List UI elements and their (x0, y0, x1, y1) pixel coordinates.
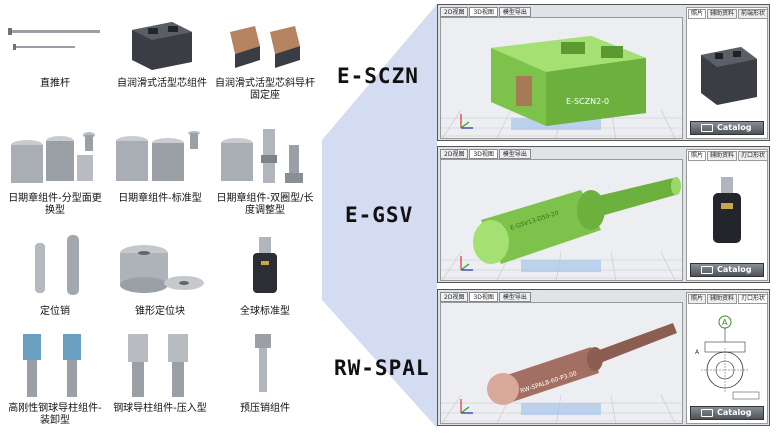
product-caption: 自润滑式活型芯组件 (117, 78, 207, 89)
tab-model-export[interactable]: 模型导出 (498, 7, 531, 17)
tab-photo[interactable]: 照片 (688, 151, 707, 161)
tab-edge-shape[interactable]: 刃口形状 (738, 294, 769, 304)
datum-label: A (722, 318, 728, 327)
date-stamp-standard-image (116, 131, 200, 181)
tab-tip-shape[interactable]: 前端形状 (738, 9, 769, 19)
slide-core-holder-image (230, 26, 300, 68)
viewer-rw-spal: 2D视图 3D视图 模型导出 RW-SPAL8-60-P3.00 照片 辅助资料 (437, 289, 770, 426)
tab-3d-view[interactable]: 3D视图 (469, 292, 498, 302)
view-tabs: 2D视图 3D视图 模型导出 (440, 292, 531, 302)
product-tile[interactable]: 全球标准型 (215, 228, 315, 318)
product-caption: 全球标准型 (240, 306, 290, 317)
catalog-button[interactable]: Catalog (690, 406, 764, 420)
tab-supplementary[interactable]: 辅助资料 (707, 9, 738, 19)
tab-edge-shape[interactable]: 刃口形状 (738, 151, 769, 161)
model-3d-canvas: E-GSV13-D50-20 (441, 177, 682, 280)
product-catalog: 直推杆 自润滑式活型芯组件 自润滑式活型芯斜导杆固定座 日 (0, 0, 320, 433)
product-caption: 直推杆 (40, 78, 70, 89)
tab-supplementary[interactable]: 辅助资料 (707, 151, 738, 161)
product-caption: 锥形定位块 (135, 306, 185, 317)
edge-shape-drawing: A A (695, 315, 760, 400)
product-tile[interactable]: 高刚性钢球导柱组件-装卸型 (5, 325, 105, 427)
label-rw-spal: RW-SPAL (334, 356, 430, 380)
model-3d-stage[interactable]: E-SCZN2-0 (440, 17, 683, 139)
book-icon (701, 409, 713, 417)
tab-photo[interactable]: 照片 (688, 9, 707, 19)
preload-pin-image (255, 334, 271, 392)
tab-model-export[interactable]: 模型导出 (498, 149, 531, 159)
tab-2d-view[interactable]: 2D视图 (440, 292, 469, 302)
product-tile[interactable]: 日期章组件-分型面更换型 (5, 125, 105, 217)
model-3d-stage[interactable]: RW-SPAL8-60-P3.00 (440, 302, 683, 424)
tab-3d-view[interactable]: 3D视图 (469, 7, 498, 17)
book-icon (701, 124, 713, 132)
product-caption: 日期章组件-标准型 (118, 193, 202, 204)
viewer-e-gsv: 2D视图 3D视图 模型导出 E-GSV13-D50-20 照片 辅 (437, 146, 770, 283)
date-stamp-double-image (221, 129, 303, 183)
ball-guide-press-image (128, 334, 188, 398)
datum-label: A (695, 349, 700, 356)
tab-2d-view[interactable]: 2D视图 (440, 149, 469, 159)
ejector-pin-image (8, 28, 100, 50)
tab-photo[interactable]: 照片 (688, 294, 707, 304)
product-caption: 预压销组件 (240, 403, 290, 414)
product-caption: 定位销 (40, 306, 70, 317)
ball-guide-demountable-image (23, 334, 81, 398)
tab-model-export[interactable]: 模型导出 (498, 292, 531, 302)
product-tile[interactable]: 日期章组件-双圈型/长度调整型 (215, 125, 315, 217)
catalog-button[interactable]: Catalog (690, 263, 764, 277)
product-photo (713, 177, 741, 243)
product-tile[interactable]: 日期章组件-标准型 (110, 125, 210, 205)
product-photo (701, 47, 757, 105)
view-tabs: 2D视图 3D视图 模型导出 (440, 149, 531, 159)
model-3d-canvas: RW-SPAL8-60-P3.00 (441, 323, 682, 423)
product-caption: 钢球导柱组件-压入型 (113, 403, 207, 414)
book-icon (701, 266, 713, 274)
locating-pin-image (35, 235, 79, 295)
slide-core-image (132, 22, 192, 70)
product-caption: 自润滑式活型芯斜导杆固定座 (215, 78, 315, 101)
info-side-panel: 照片 辅助资料 刃口形状 A A Catalog (686, 292, 769, 424)
label-e-sczn: E-SCZN (337, 64, 419, 88)
product-caption: 日期章组件-分型面更换型 (8, 193, 102, 216)
model-3d-stage[interactable]: E-GSV13-D50-20 (440, 159, 683, 281)
product-tile[interactable]: 自润滑式活型芯斜导杆固定座 (215, 10, 315, 102)
product-tile[interactable]: 预压销组件 (215, 325, 315, 415)
view-tabs: 2D视图 3D视图 模型导出 (440, 7, 531, 17)
product-caption: 高刚性钢球导柱组件-装卸型 (8, 403, 102, 426)
date-stamp-image (11, 132, 95, 183)
product-tile[interactable]: 定位销 (5, 228, 105, 318)
info-side-panel: 照片 辅助资料 刃口形状 Catalog (686, 149, 769, 281)
tab-supplementary[interactable]: 辅助资料 (707, 294, 738, 304)
product-tile[interactable]: 钢球导柱组件-压入型 (110, 325, 210, 415)
product-tile[interactable]: 锥形定位块 (110, 228, 210, 318)
tab-2d-view[interactable]: 2D视图 (440, 7, 469, 17)
model-3d-canvas: E-SCZN2-0 (441, 36, 682, 138)
model-part-number: E-SCZN2-0 (566, 97, 609, 106)
label-e-gsv: E-GSV (345, 203, 414, 227)
product-tile[interactable]: 自润滑式活型芯组件 (112, 10, 212, 90)
taper-block-image (120, 245, 204, 293)
info-side-panel: 照片 辅助资料 前端形状 Catalog (686, 7, 769, 139)
product-caption: 日期章组件-双圈型/长度调整型 (216, 193, 314, 216)
global-standard-image (253, 237, 277, 293)
catalog-button[interactable]: Catalog (690, 121, 764, 135)
viewer-e-sczn: 2D视图 3D视图 模型导出 E-SCZN2-0 照片 (437, 4, 770, 141)
product-tile[interactable]: 直推杆 (5, 10, 105, 90)
tab-3d-view[interactable]: 3D视图 (469, 149, 498, 159)
